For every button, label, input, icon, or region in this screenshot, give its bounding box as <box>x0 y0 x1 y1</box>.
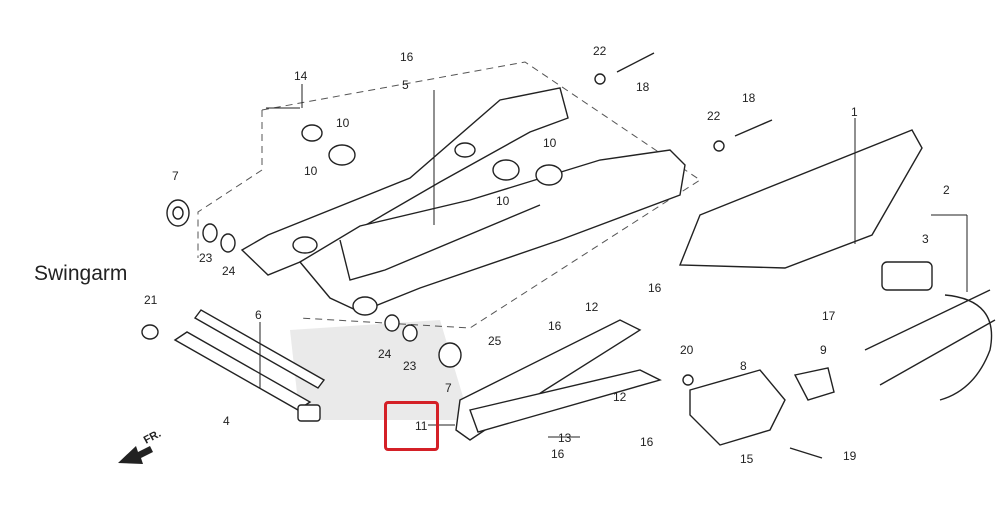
diagram-title: Swingarm <box>34 262 128 285</box>
bearings <box>166 124 563 368</box>
callout-11: 11 <box>415 419 428 433</box>
swingarm-body <box>240 87 686 316</box>
drive-chain <box>864 261 996 401</box>
callout-7b: 7 <box>445 381 452 395</box>
callouts: 1 2 3 4 5 6 7 7 8 9 10 10 10 10 11 12 12… <box>144 44 950 466</box>
chain-slider <box>455 319 662 441</box>
callout-18b: 18 <box>742 91 756 105</box>
chain-guide <box>689 367 835 446</box>
callout-4: 4 <box>223 414 230 428</box>
callout-15: 15 <box>740 452 754 466</box>
leader-lines <box>259 84 968 438</box>
callout-24a: 24 <box>222 264 236 278</box>
callout-12b: 12 <box>613 390 627 404</box>
callout-22a: 22 <box>593 44 607 58</box>
callout-10c: 10 <box>496 194 510 208</box>
watermark <box>290 320 470 420</box>
callout-6: 6 <box>255 308 262 322</box>
callout-16e: 16 <box>551 447 565 461</box>
callout-16c: 16 <box>548 319 562 333</box>
callout-8: 8 <box>740 359 747 373</box>
callout-9: 9 <box>820 343 827 357</box>
assembly-outline <box>197 61 701 329</box>
callout-24b: 24 <box>378 347 392 361</box>
callout-19: 19 <box>843 449 857 463</box>
callout-10b: 10 <box>304 164 318 178</box>
callout-21: 21 <box>144 293 158 307</box>
callout-12a: 12 <box>585 300 599 314</box>
callout-7a: 7 <box>172 169 179 183</box>
callout-14: 14 <box>294 69 308 83</box>
callout-23b: 23 <box>403 359 417 373</box>
callout-13: 13 <box>558 431 572 445</box>
callout-25: 25 <box>488 334 502 348</box>
callout-17: 17 <box>822 309 836 323</box>
highlight-box-callout-11 <box>384 401 439 451</box>
callout-16d: 16 <box>640 435 654 449</box>
callout-18a: 18 <box>636 80 650 94</box>
callout-16a: 16 <box>400 50 414 64</box>
callout-22b: 22 <box>707 109 721 123</box>
callout-10d: 10 <box>543 136 557 150</box>
bolts <box>594 52 823 459</box>
callout-20: 20 <box>680 343 694 357</box>
callout-2: 2 <box>943 183 950 197</box>
pivot-bolt <box>141 309 326 422</box>
callout-23a: 23 <box>199 251 213 265</box>
direction-label: FR. <box>142 428 163 447</box>
chain-case <box>678 129 923 269</box>
callout-5: 5 <box>402 78 409 92</box>
callout-1: 1 <box>851 105 858 119</box>
callout-16b: 16 <box>648 281 662 295</box>
front-direction-arrow: FR. <box>118 428 163 464</box>
callout-10a: 10 <box>336 116 350 130</box>
callout-3: 3 <box>922 232 929 246</box>
